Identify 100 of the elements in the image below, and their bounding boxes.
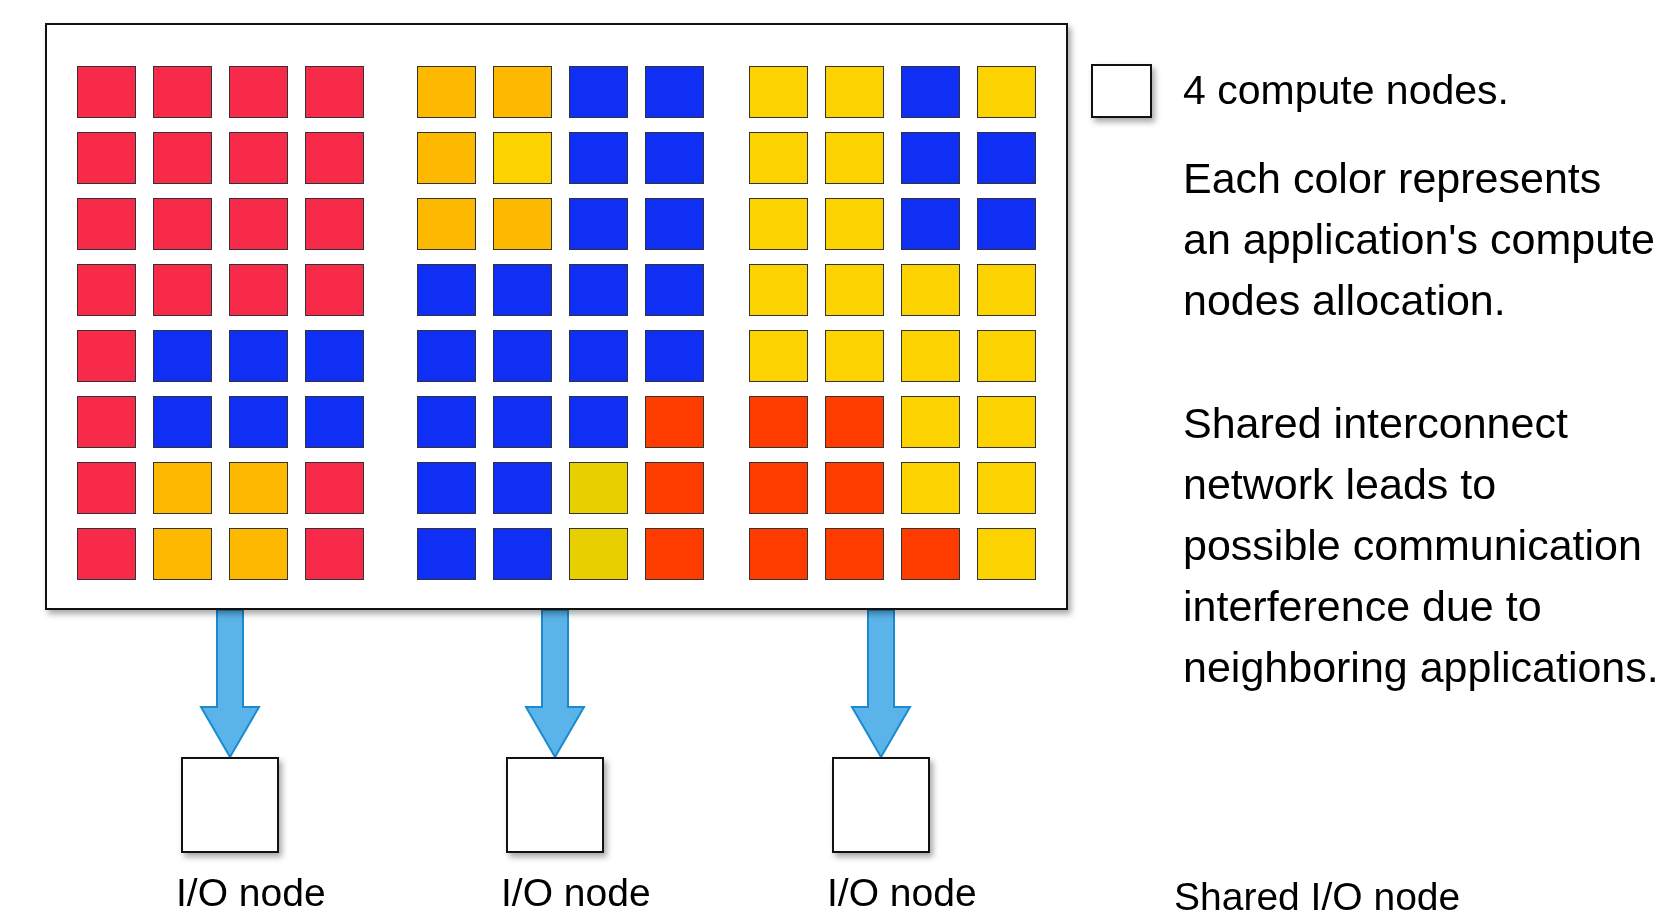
compute-node-square: [749, 66, 808, 118]
compute-node-square: [305, 264, 364, 316]
compute-node-square: [645, 396, 704, 448]
compute-node-square: [229, 198, 288, 250]
compute-node-square: [977, 528, 1036, 580]
compute-node-square: [229, 396, 288, 448]
compute-node-square: [977, 330, 1036, 382]
compute-node-square: [417, 396, 476, 448]
compute-node-square: [305, 528, 364, 580]
note-text: Shared interconnect network leads to possible communication interference due to neighboring applications.: [1183, 398, 1660, 693]
compute-node-square: [417, 264, 476, 316]
compute-node-square: [493, 330, 552, 382]
compute-node-square: [417, 198, 476, 250]
compute-node-square: [569, 462, 628, 514]
block-arrow: [199, 609, 261, 759]
compute-node-square: [77, 66, 136, 118]
compute-node-square: [977, 462, 1036, 514]
note-text: Each color represents an application's compute nodes allocation.: [1183, 153, 1656, 326]
compute-node-square: [77, 462, 136, 514]
compute-node-square: [977, 264, 1036, 316]
compute-node-square: [417, 66, 476, 118]
compute-node-square: [77, 396, 136, 448]
compute-node-square: [825, 198, 884, 250]
compute-node-square: [825, 264, 884, 316]
compute-node-square: [305, 66, 364, 118]
compute-node-square: [77, 528, 136, 580]
compute-node-square: [493, 132, 552, 184]
compute-node-square: [229, 264, 288, 316]
compute-node-square: [153, 462, 212, 514]
compute-node-square: [153, 264, 212, 316]
compute-node-square: [493, 396, 552, 448]
node-label: I/O node: [501, 871, 651, 915]
compute-node-square: [825, 330, 884, 382]
compute-node-square: [977, 132, 1036, 184]
compute-node-square: [645, 132, 704, 184]
compute-node-square: [645, 66, 704, 118]
compute-node-square: [305, 330, 364, 382]
block-arrow: [850, 609, 912, 759]
compute-node-square: [645, 264, 704, 316]
compute-node-square: [645, 462, 704, 514]
compute-node-square: [901, 66, 960, 118]
compute-node-square: [417, 528, 476, 580]
compute-node-square: [901, 264, 960, 316]
compute-node-square: [825, 132, 884, 184]
compute-node-square: [305, 396, 364, 448]
compute-node-square: [569, 66, 628, 118]
compute-node-square: [77, 132, 136, 184]
block-arrow: [524, 609, 586, 759]
compute-node-square: [417, 462, 476, 514]
compute-node-square: [645, 330, 704, 382]
compute-node-square: [645, 198, 704, 250]
compute-node-square: [569, 198, 628, 250]
compute-node-square: [569, 264, 628, 316]
compute-node-square: [749, 198, 808, 250]
compute-node-square: [569, 132, 628, 184]
compute-node-square: [749, 528, 808, 580]
compute-node-square: [229, 132, 288, 184]
compute-node-square: [493, 66, 552, 118]
compute-node-square: [901, 132, 960, 184]
compute-node-square: [977, 66, 1036, 118]
compute-node-square: [749, 330, 808, 382]
compute-node-square: [825, 528, 884, 580]
compute-node-square: [153, 528, 212, 580]
compute-node-square: [77, 198, 136, 250]
compute-node-square: [77, 330, 136, 382]
compute-node-square: [153, 66, 212, 118]
compute-node-square: [901, 198, 960, 250]
compute-node-square: [229, 528, 288, 580]
caption-label: Shared I/O node: [1174, 875, 1461, 919]
compute-node-square: [305, 198, 364, 250]
compute-node-square: [749, 396, 808, 448]
compute-node-square: [749, 264, 808, 316]
compute-node-square: [825, 396, 884, 448]
legend-label: 4 compute nodes.: [1183, 66, 1509, 115]
compute-node-square: [645, 528, 704, 580]
compute-node-square: [569, 396, 628, 448]
node-label: I/O node: [176, 871, 326, 915]
compute-node-square: [493, 528, 552, 580]
compute-node-square: [153, 330, 212, 382]
compute-node-square: [569, 528, 628, 580]
compute-node-square: [977, 198, 1036, 250]
compute-node-square: [493, 462, 552, 514]
compute-node-square: [229, 330, 288, 382]
compute-node-square: [493, 264, 552, 316]
compute-node-square: [77, 264, 136, 316]
compute-node-square: [569, 330, 628, 382]
compute-node-square: [901, 396, 960, 448]
compute-node-square: [901, 528, 960, 580]
compute-node-square: [493, 198, 552, 250]
compute-node-square: [153, 132, 212, 184]
node-label: I/O node: [827, 871, 977, 915]
compute-node-square: [229, 66, 288, 118]
compute-grid-panel: [45, 23, 1068, 610]
compute-node-square: [977, 396, 1036, 448]
compute-node-square: [749, 132, 808, 184]
compute-node-square: [305, 462, 364, 514]
compute-node-square: [417, 330, 476, 382]
compute-node-square: [153, 396, 212, 448]
compute-node-square: [825, 462, 884, 514]
compute-node-square: [901, 462, 960, 514]
